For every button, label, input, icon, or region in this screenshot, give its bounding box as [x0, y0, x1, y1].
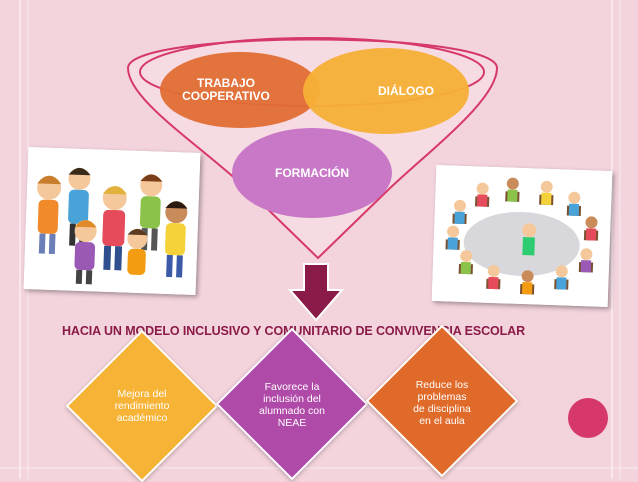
outcome-label-line: en el aula: [419, 415, 465, 427]
funnel-item-label: FORMACIÓN: [275, 165, 349, 180]
outcome-label-line: Mejora del: [117, 388, 167, 400]
classroom-circle-illustration: [431, 164, 613, 308]
classroom-illustration: [431, 164, 613, 308]
outcome-label-line: académico: [116, 412, 168, 424]
outcome-label-line: NEAE: [277, 417, 307, 429]
children-group-illustration: [23, 147, 201, 295]
outcome-label: Favorece la inclusión del alumnado con N…: [244, 374, 340, 436]
outcome-label: Reduce los problemas de disciplina en el…: [394, 372, 490, 434]
outcome-label-line: inclusión del: [263, 393, 321, 405]
down-arrow-icon: [288, 263, 344, 322]
outcome-label-line: rendimiento: [114, 400, 170, 412]
funnel-item-trabajo-cooperativo: TRABAJO COOPERATIVO: [160, 52, 320, 128]
outcome-label: Mejora del rendimiento académico: [96, 376, 188, 436]
outcome-label-line: Favorece la: [264, 381, 320, 393]
decorative-circle: [568, 398, 608, 438]
funnel-item-label: TRABAJO: [196, 76, 255, 90]
children-illustration: [23, 147, 201, 295]
funnel-item-formacion: FORMACIÓN: [232, 128, 392, 218]
outcome-label-line: alumnado con: [259, 405, 325, 417]
funnel-item-dialogo: DIÁLOGO: [303, 48, 469, 134]
outcome-label-line: problemas: [417, 391, 467, 403]
funnel-item-label: DIÁLOGO: [378, 83, 434, 98]
outcome-label-line: Reduce los: [415, 379, 469, 391]
funnel-item-label: COOPERATIVO: [182, 89, 270, 103]
outcome-label-line: de disciplina: [413, 403, 471, 415]
